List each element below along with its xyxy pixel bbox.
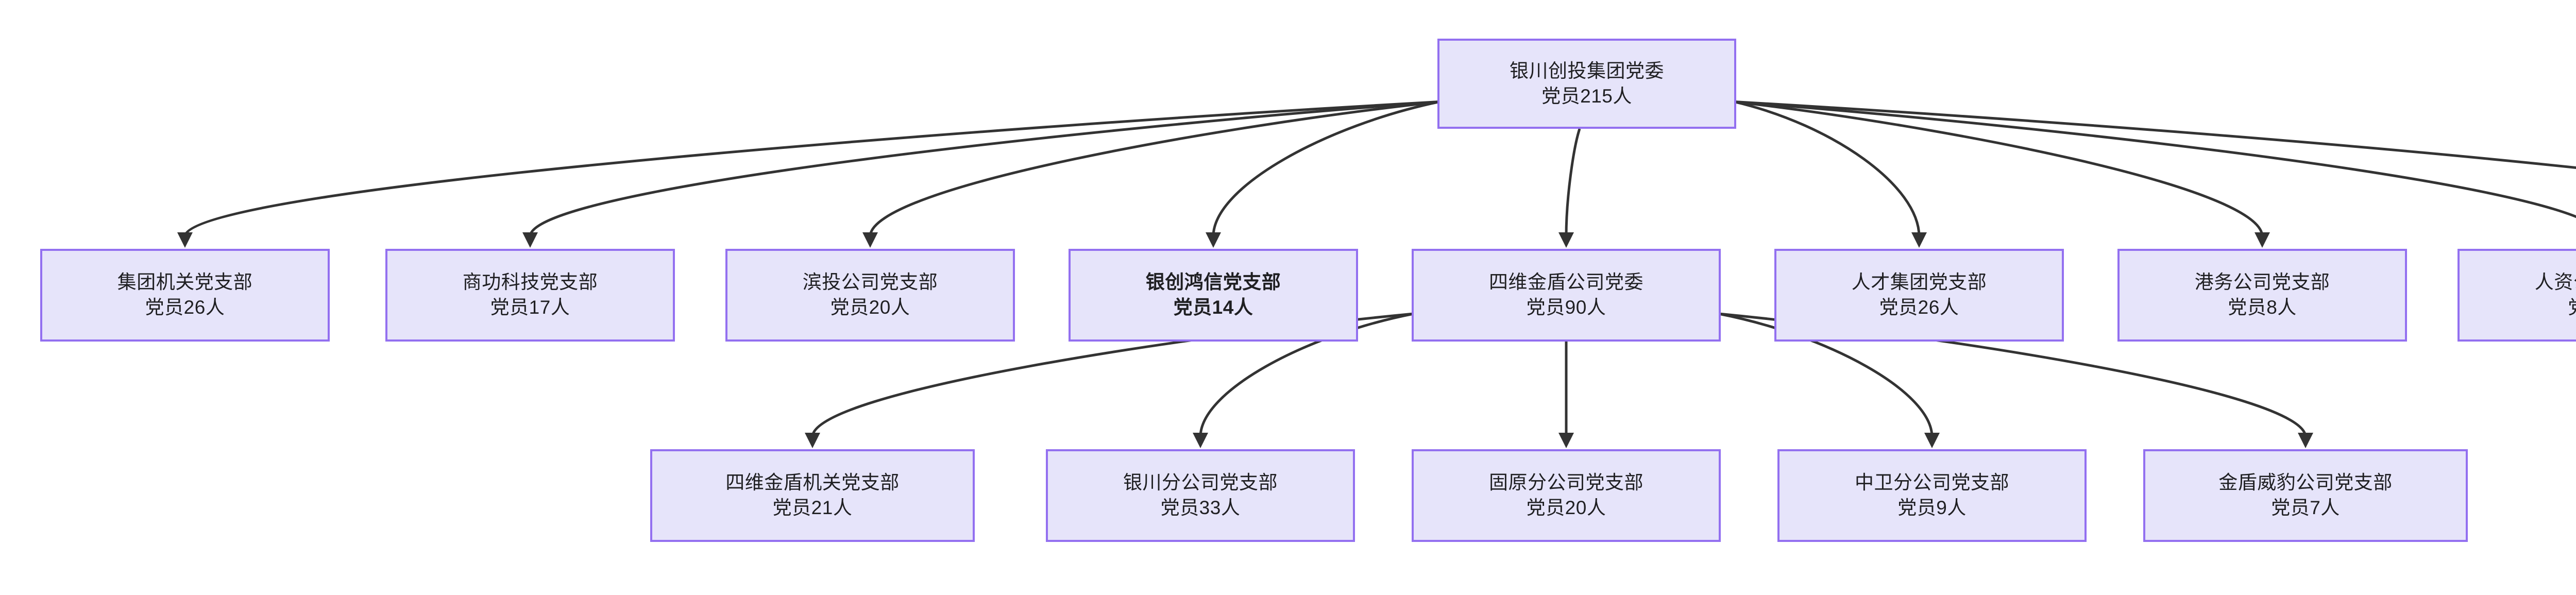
org-node-yinchuan-fen[interactable]: 银川分公司党支部党员33人 (1046, 449, 1355, 542)
org-edge-root-to-rencai-jituan (1734, 100, 1921, 237)
org-node-siwei-jiguan[interactable]: 四维金盾机关党支部党员21人 (650, 449, 975, 542)
org-node-title: 滨投公司党支部 (802, 271, 938, 293)
org-edge-arrowhead (1924, 433, 1940, 448)
org-node-title: 中卫分公司党支部 (1855, 472, 2009, 494)
org-node-member-count: 党员26人 (1879, 297, 1959, 318)
org-node-shanggong-keji[interactable]: 商功科技党支部党员17人 (385, 249, 675, 342)
org-edge-arrowhead (2298, 433, 2313, 448)
org-node-member-count: 党员8人 (2228, 297, 2297, 318)
org-edge-arrowhead (1558, 232, 1574, 248)
org-node-member-count: 党员33人 (1160, 497, 1241, 518)
org-node-title: 港务公司党支部 (2194, 271, 2330, 293)
org-node-member-count: 党员20人 (1526, 497, 1606, 518)
org-node-member-count: 党员7人 (2271, 497, 2340, 518)
org-node-siwei-jindun[interactable]: 四维金盾公司党委党员90人 (1412, 249, 1721, 342)
org-node-title: 四维金盾机关党支部 (725, 472, 900, 494)
org-edge-arrowhead (2255, 232, 2270, 248)
org-node-title: 金盾威豹公司党支部 (2218, 472, 2393, 494)
org-node-yinchuang-hongxin[interactable]: 银创鸿信党支部党员14人 (1069, 249, 1358, 342)
org-node-member-count: 党员20人 (830, 297, 910, 318)
org-node-bintou[interactable]: 滨投公司党支部党员20人 (725, 249, 1015, 342)
org-node-member-count: 党员90人 (1526, 297, 1606, 318)
org-edge-root-to-landun (1734, 100, 2576, 169)
org-node-member-count: 党员9人 (1897, 497, 1967, 518)
org-node-member-count: 党员26人 (145, 297, 225, 318)
org-node-jituan-jiguan[interactable]: 集团机关党支部党员26人 (40, 249, 330, 342)
org-node-title: 固原分公司党支部 (1489, 472, 1643, 494)
org-edge-root-to-bintou (869, 100, 1440, 237)
org-edge-root-to-renzi (1734, 100, 2576, 218)
org-node-member-count: 党员14人 (1173, 297, 1253, 318)
org-node-title: 银川分公司党支部 (1123, 472, 1278, 494)
org-node-title: 集团机关党支部 (117, 271, 253, 293)
org-edge-root-to-siwei-jindun (1565, 128, 1581, 237)
org-edge-root-to-gangwu (1734, 100, 2264, 237)
org-node-root[interactable]: 银川创投集团党委党员215人 (1437, 39, 1736, 129)
org-node-member-count: 党员215人 (1541, 85, 1632, 107)
org-node-title: 人才集团党支部 (1851, 271, 1987, 293)
org-edge-arrowhead (177, 232, 193, 248)
org-edge-arrowhead (522, 232, 538, 248)
org-node-title: 人资公司党支部 (2534, 271, 2576, 293)
org-edge-arrowhead (1206, 232, 1221, 248)
org-edge-arrowhead (862, 232, 878, 248)
org-node-renzi[interactable]: 人资公司党支部党员5人 (2458, 249, 2576, 342)
org-edge-arrowhead (1911, 232, 1927, 248)
org-node-member-count: 党员17人 (490, 297, 570, 318)
org-node-zhongwei-fen[interactable]: 中卫分公司党支部党员9人 (1777, 449, 2087, 542)
org-node-title: 银川创投集团党委 (1510, 60, 1664, 81)
org-edge-root-to-jituan-jiguan (183, 100, 1440, 237)
org-node-member-count: 党员21人 (772, 497, 853, 518)
org-node-jindun-weibao[interactable]: 金盾威豹公司党支部党员7人 (2143, 449, 2468, 542)
org-node-title: 银创鸿信党支部 (1145, 271, 1281, 293)
org-edge-arrowhead (805, 433, 820, 448)
org-node-guyuan-fen[interactable]: 固原分公司党支部党员20人 (1412, 449, 1721, 542)
org-node-rencai-jituan[interactable]: 人才集团党支部党员26人 (1774, 249, 2064, 342)
org-edge-arrowhead (1558, 433, 1574, 448)
org-node-gangwu[interactable]: 港务公司党支部党员8人 (2117, 249, 2407, 342)
org-node-title: 四维金盾公司党委 (1489, 271, 1643, 293)
org-edge-arrowhead (1193, 433, 1208, 448)
org-node-member-count: 党员5人 (2568, 295, 2576, 320)
org-edge-root-to-yinchuang-hongxin (1212, 100, 1440, 237)
org-edge-root-to-shanggong-keji (529, 100, 1440, 237)
org-node-title: 商功科技党支部 (462, 271, 598, 293)
